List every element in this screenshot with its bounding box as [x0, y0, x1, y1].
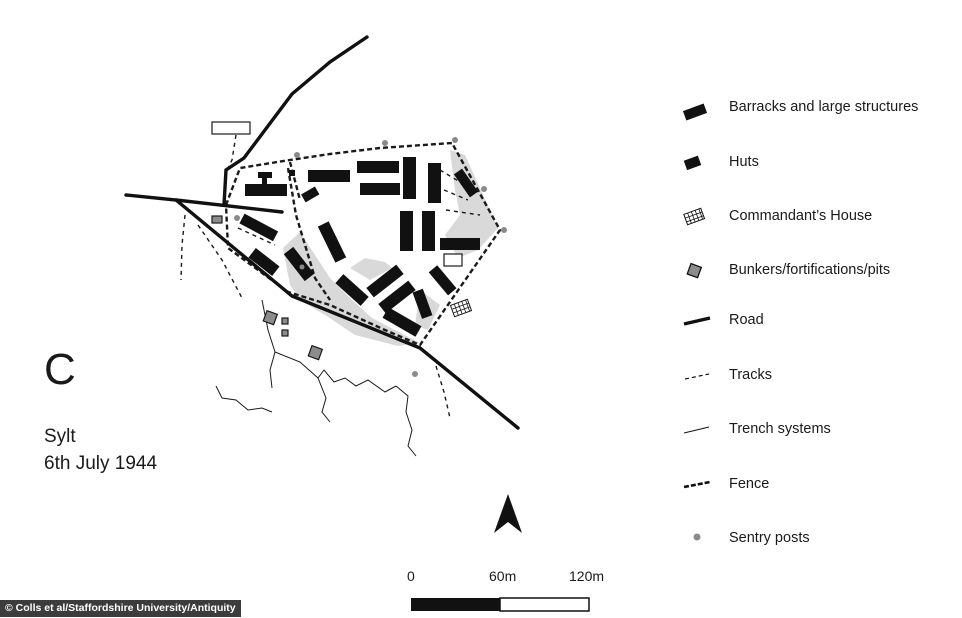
north-arrow-icon [494, 494, 522, 533]
scale-bar [411, 597, 590, 612]
track-8 [445, 209, 481, 216]
barrack [403, 157, 416, 199]
barrack [378, 280, 416, 314]
hut-icon [683, 155, 702, 171]
sentry-posts [234, 137, 507, 377]
track-3 [197, 224, 243, 299]
fence-inner [286, 167, 331, 301]
huts [289, 170, 320, 203]
barrack [357, 161, 399, 173]
barrack [440, 238, 480, 250]
scale-label-60: 60m [489, 568, 517, 584]
scale-label-0: 0 [407, 568, 415, 584]
trench-4 [215, 385, 273, 413]
barrack [422, 211, 435, 251]
site-name: Sylt [44, 426, 76, 447]
trench-2 [274, 351, 397, 393]
sentry-post [294, 152, 300, 158]
bunker [281, 317, 289, 325]
barrack [262, 176, 267, 186]
trenches [215, 299, 417, 457]
sentry-post [382, 140, 388, 146]
outline-building-2 [443, 253, 463, 267]
barrack [400, 211, 413, 251]
panel-letter: C [44, 345, 76, 394]
bunker [307, 344, 324, 361]
barrack [366, 264, 404, 298]
sentry-post [501, 227, 507, 233]
bunkers [211, 215, 324, 361]
barracks-icon [682, 103, 708, 121]
road-main [124, 193, 520, 430]
legend-label-fence: Fence [729, 476, 770, 492]
barrack [428, 163, 441, 203]
fence-inner-b [288, 161, 302, 201]
commandant-house [449, 298, 473, 318]
roads [124, 35, 520, 430]
road-north [222, 35, 369, 207]
scale-label-120: 120m [569, 568, 605, 584]
track-6 [439, 169, 471, 189]
barrack [428, 265, 457, 296]
barrack [453, 168, 479, 198]
trench-icon [683, 426, 710, 434]
outline-building [211, 121, 251, 135]
barrack [283, 246, 315, 282]
track-1 [227, 134, 237, 169]
sentry-post [234, 215, 240, 221]
sentry-post-icon [693, 533, 701, 541]
bunker [211, 215, 223, 224]
legend-label-commandant: Commandant’s House [729, 208, 873, 224]
track-4 [237, 227, 276, 246]
road-icon [683, 316, 711, 326]
legend-label-tracks: Tracks [729, 367, 772, 383]
barrack [258, 172, 272, 178]
bunker [281, 329, 289, 337]
barracks [239, 157, 480, 337]
barrack [412, 288, 433, 319]
legend-label-sentry: Sentry posts [729, 530, 810, 546]
barrack [335, 274, 369, 306]
trench-3 [317, 377, 331, 423]
open-area-center [350, 258, 392, 280]
bunker-icon [686, 262, 703, 279]
barrack [245, 184, 287, 196]
image-credit: © Colls et al/Staffordshire University/A… [0, 600, 241, 617]
open-area-south [283, 232, 420, 346]
barrack [317, 221, 347, 263]
barrack [360, 183, 400, 195]
commandant-house-icon [683, 207, 706, 226]
hut [289, 170, 295, 176]
barrack [239, 213, 279, 242]
fence-icon [683, 480, 711, 489]
legend-label-bunkers: Bunkers/fortifications/pits [729, 262, 891, 278]
legend-label-road: Road [729, 312, 764, 328]
site-date: 6th July 1944 [44, 453, 158, 474]
sentry-post [412, 371, 418, 377]
legend-label-barracks: Barracks and large structures [729, 99, 919, 115]
track-5 [435, 365, 451, 419]
track-2 [180, 214, 186, 281]
legend-label-trench: Trench systems [729, 421, 831, 437]
road-west-spur [174, 198, 284, 214]
tracks [180, 134, 481, 419]
barrack [382, 307, 422, 337]
legend-symbols [682, 103, 711, 541]
sentry-post [452, 137, 458, 143]
hut [301, 186, 320, 203]
barrack [308, 170, 350, 182]
sentry-post [299, 264, 305, 270]
bunker [262, 309, 279, 326]
legend-label-huts: Huts [729, 154, 759, 170]
barrack [248, 248, 280, 276]
sentry-post [481, 186, 487, 192]
trench-5 [395, 385, 417, 457]
track-icon [684, 373, 710, 380]
